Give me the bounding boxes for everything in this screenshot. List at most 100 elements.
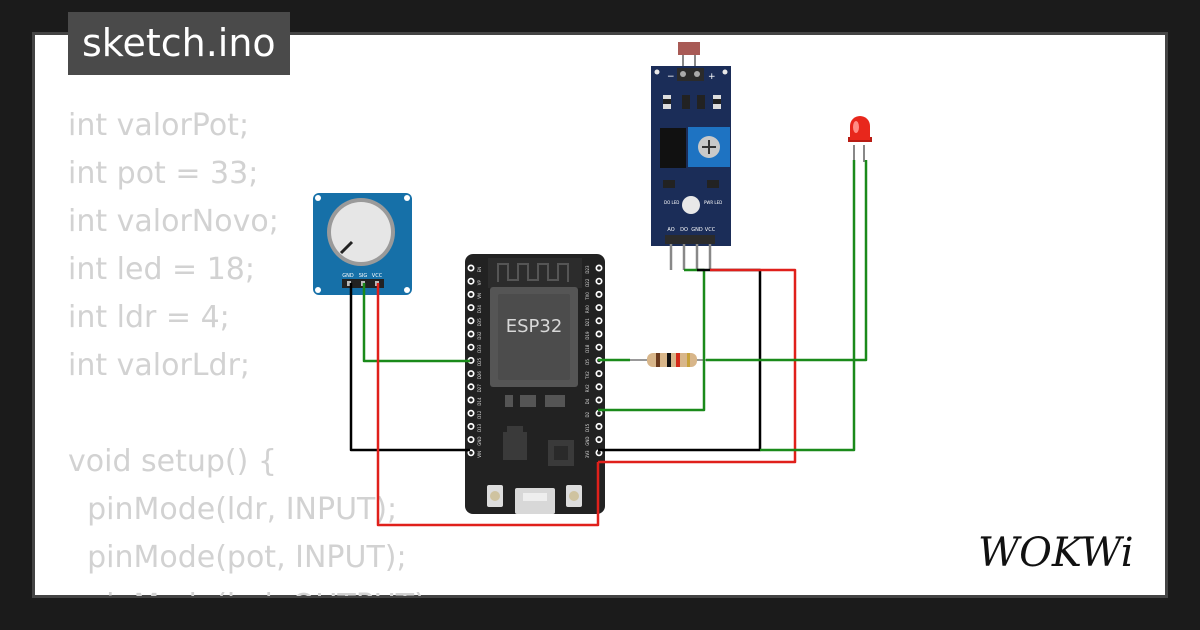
esp32-pin-label: D35 [477,318,482,327]
ldr-pin-label: GND [691,227,703,233]
pot-pin-label: GND [342,273,354,279]
esp32-pin-label: D4 [585,398,590,404]
code-line: int pot = 33; [68,156,259,191]
esp32-pin-label: D13 [477,423,482,432]
ldr-pin-label: AO [667,227,674,233]
wokwi-logo-text: WOKWi [978,530,1134,576]
esp32-pin-hole [597,305,601,310]
wire-pot-vcc [376,283,600,527]
wokwi-logo: WOKWi [978,530,1134,576]
code-line: void setup() { [68,444,277,479]
comparator-chip [660,128,686,168]
esp32-pin-hole [469,411,473,416]
esp32-pin-label: D26 [477,371,482,380]
esp32-pin-hole [597,424,601,429]
code-line: int valorNovo; [68,204,279,239]
esp32-pin-hole [469,332,473,336]
esp32-pin-hole [597,411,601,416]
esp32-pin-label: D5 [585,359,590,365]
esp32-pin-hole [597,437,601,442]
esp32-pin-hole [597,266,601,270]
esp32-pin-label: D14 [477,397,482,406]
esp32-pin-label: D32 [477,331,482,340]
esp32-pin-label: D18 [585,344,590,353]
svg-text:+: + [708,72,716,82]
wire-pot-sig [362,283,470,363]
ldr-pin-label: DO [680,227,688,233]
esp32-pin-label: D12 [477,410,482,419]
esp32-pin-hole [597,292,601,297]
esp32-pin-hole [469,371,473,376]
pot-indicator [339,240,354,255]
esp32-pin-hole [597,398,601,402]
esp32-board[interactable]: ESP32 ENVPVND34D35D32D33D25D26D27D14D12D… [465,254,605,514]
esp32-pin-label: EN [477,267,482,273]
esp32-pin-label: GND [477,437,482,446]
esp32-pin-hole [469,358,473,363]
esp32-pin-hole [597,345,601,350]
esp32-pin-label: VN [477,293,482,299]
esp32-pin-hole [469,305,473,310]
esp32-pin-label: RX0 [585,305,590,314]
esp32-pin-label: TX0 [585,292,590,301]
esp32-pin-label: RX2 [585,384,590,393]
esp32-pin-label: D22 [585,278,590,287]
esp32-pin-hole [469,451,473,455]
esp32-pin-label: TX2 [585,371,590,380]
esp32-pin-label: D33 [477,344,482,353]
esp32-label: ESP32 [506,316,563,337]
esp32-pin-hole [469,398,473,402]
voltage-regulator [503,432,527,460]
esp32-pin-hole [469,385,473,389]
wire-ldr-vcc [598,268,797,464]
code-line: int ldr = 4; [68,300,230,335]
esp32-pin-hole [469,319,473,323]
potentiometer[interactable]: GND SIG VCC [313,193,412,295]
esp32-pin-hole [597,279,601,284]
red-led[interactable] [848,116,872,162]
esp32-pin-label: D34 [477,305,482,314]
esp32-pin-label: VIN [477,451,482,458]
esp32-pin-label: 3V3 [585,450,590,458]
esp32-pin-label: D15 [585,423,590,432]
code-line: int valorPot; [68,108,250,143]
wire-led-anode [706,160,868,362]
ldr-pin-label: VCC [705,227,716,233]
esp32-pin-label: D21 [585,318,590,327]
svg-text:PWR LED: PWR LED [704,200,722,205]
esp32-pin-hole [469,345,473,350]
esp32-pin-label: VP [477,280,482,286]
ldr-module[interactable]: − + DO LED PWR LED AO DO GND VCC [651,42,731,270]
wire-pot-gnd [349,283,470,452]
code-line: int valorLdr; [68,348,251,383]
wire-led-cathode [760,160,856,452]
pot-knob [331,202,391,262]
esp32-pin-hole [469,279,473,284]
esp32-pin-hole [597,451,601,455]
esp32-pin-hole [597,385,601,389]
esp32-pin-hole [469,437,473,442]
svg-text:DO LED: DO LED [664,200,679,205]
esp32-pin-hole [469,266,473,270]
code-line: pinMode(pot, INPUT); [68,540,407,575]
esp32-pin-hole [597,319,601,323]
file-tab[interactable]: sketch.ino [68,12,290,75]
wire-ldr-do [598,268,706,412]
pot-pin-label: VCC [372,273,383,279]
esp32-pin-label: D23 [585,265,590,274]
esp32-pin-label: GND [585,437,590,446]
esp32-pin-hole [469,424,473,429]
code-line: pinMode(led, OUTPUT); [68,582,538,596]
resistor[interactable] [630,353,706,367]
photoresistor [678,42,700,55]
esp32-pin-label: D27 [477,384,482,393]
code-line: int led = 18; [68,252,255,287]
esp32-pin-hole [597,371,601,376]
esp32-pin-hole [469,292,473,297]
code-preview: int valorPot; int pot = 33; int valorNov… [68,102,538,596]
wires [349,160,868,527]
esp32-pin-hole [597,332,601,336]
pot-pin-label: SIG [359,273,368,279]
esp32-pin-label: D25 [477,357,482,366]
esp32-pin-label: D2 [585,411,590,417]
